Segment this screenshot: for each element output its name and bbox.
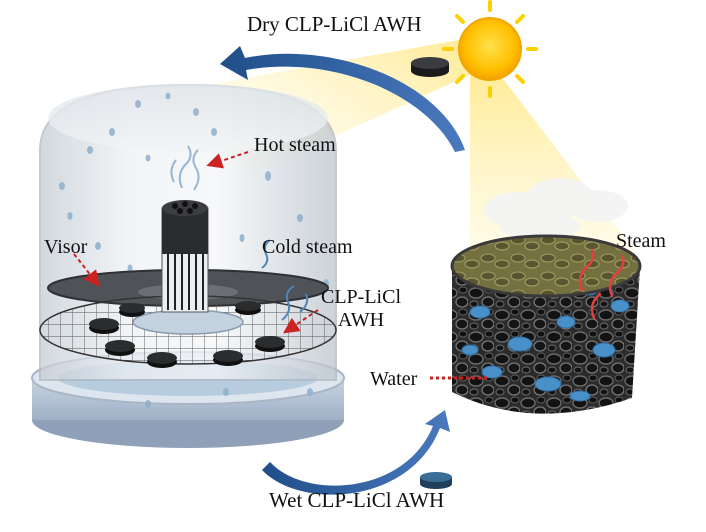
harvester-device [31, 83, 345, 448]
wet-awh-label: Wet CLP-LiCl AWH [269, 488, 445, 512]
droplet-group [59, 92, 329, 408]
steam-label: Steam [616, 230, 666, 252]
dry-pellet-icon [411, 57, 449, 77]
visor-label: Visor [44, 236, 88, 258]
clp-pointer [283, 309, 319, 334]
sun-icon [442, 0, 538, 98]
visor-pointer [73, 253, 100, 287]
cold-steam-wisps [261, 239, 309, 321]
wet-pellet-icon [420, 472, 452, 489]
steam-cloud [484, 178, 628, 240]
dry-awh-label: Dry CLP-LiCl AWH [247, 12, 422, 36]
tube-bundle [161, 200, 209, 313]
hot-steam-label: Hot steam [254, 134, 336, 156]
curved-arrow-right-icon [262, 410, 450, 495]
clp-licl-label-line2: AWH [337, 309, 385, 331]
water-label: Water [370, 368, 418, 390]
hot-steam-wisps [170, 145, 200, 191]
cold-steam-label: Cold steam [262, 236, 353, 258]
solar-foam [450, 178, 642, 414]
steam-arrows [578, 248, 625, 320]
pellet-group [89, 301, 285, 368]
hot-steam-pointer [206, 151, 249, 169]
curved-arrow-left-icon [220, 46, 465, 152]
clp-licl-label-line1: CLP-LiCl [320, 286, 401, 308]
